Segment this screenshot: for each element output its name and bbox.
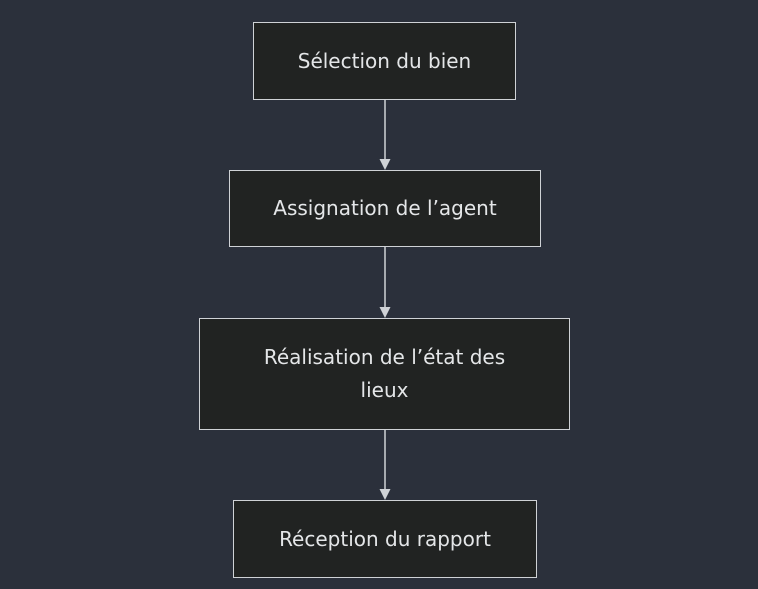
arrowhead-icon [379, 307, 391, 318]
edge-selection-to-assignation [379, 100, 391, 170]
node-selection-du-bien: Sélection du bien [253, 22, 516, 100]
node-label: Sélection du bien [297, 48, 472, 73]
edge-realisation-to-reception [379, 430, 391, 500]
node-realisation-etat-des-lieux: Réalisation de l’état des lieux [199, 318, 570, 430]
node-label: Réception du rapport [279, 526, 491, 551]
node-reception-du-rapport: Réception du rapport [233, 500, 537, 578]
node-assignation-agent: Assignation de l’agent [229, 170, 541, 247]
edge-assignation-to-realisation [379, 247, 391, 318]
node-label: Réalisation de l’état des lieux [263, 345, 506, 402]
node-label: Assignation de l’agent [273, 196, 497, 220]
arrowhead-icon [379, 489, 391, 500]
arrowhead-icon [379, 159, 391, 170]
